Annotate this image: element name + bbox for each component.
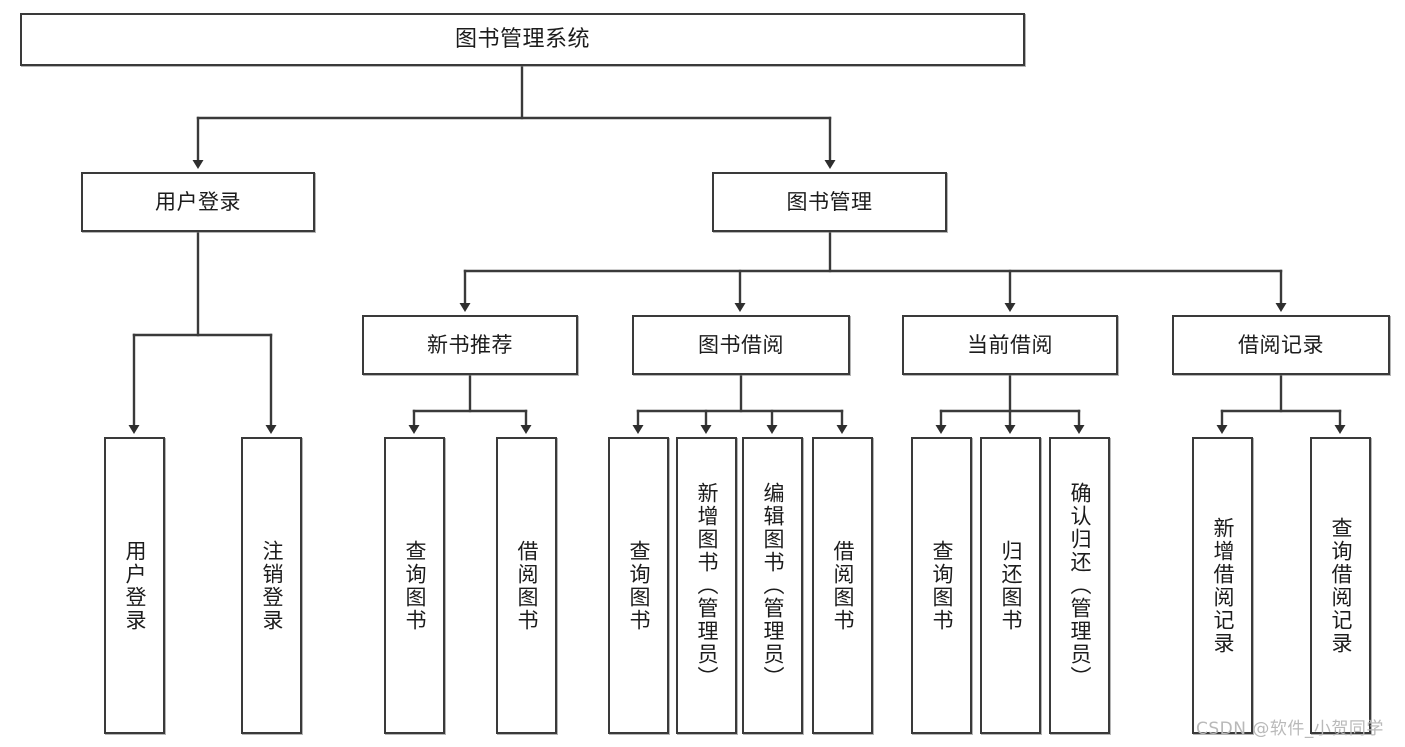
node-label: 用户登录	[155, 189, 241, 214]
leaf-book-borrow-query[interactable]: 查询图书	[608, 437, 669, 734]
node-label: 编辑图书（管理员）	[761, 482, 785, 689]
node-label: 新增图书（管理员）	[695, 482, 719, 689]
node-label: 新增借阅记录	[1211, 516, 1235, 655]
node-current-borrow[interactable]: 当前借阅	[902, 315, 1118, 375]
leaf-book-borrow-edit[interactable]: 编辑图书（管理员）	[742, 437, 803, 734]
node-label: 用户登录	[123, 539, 147, 632]
node-label: 注销登录	[260, 539, 284, 632]
leaf-current-borrow-confirm-return[interactable]: 确认归还（管理员）	[1049, 437, 1110, 734]
node-label: 新书推荐	[427, 332, 513, 357]
node-label: 查询借阅记录	[1329, 516, 1353, 655]
leaf-new-book-query[interactable]: 查询图书	[384, 437, 445, 734]
leaf-current-borrow-query[interactable]: 查询图书	[911, 437, 972, 734]
node-label: 图书管理系统	[454, 26, 590, 52]
node-user-login[interactable]: 用户登录	[81, 172, 315, 232]
watermark-text: CSDN @软件_小贺同学	[1196, 719, 1384, 739]
node-label: 查询图书	[930, 539, 954, 632]
leaf-borrow-record-query[interactable]: 查询借阅记录	[1310, 437, 1371, 734]
node-label: 查询图书	[403, 539, 427, 632]
leaf-user-login-login[interactable]: 用户登录	[104, 437, 165, 734]
node-book-borrow[interactable]: 图书借阅	[632, 315, 850, 375]
leaf-book-borrow-borrow[interactable]: 借阅图书	[812, 437, 873, 734]
node-label: 查询图书	[627, 539, 651, 632]
node-new-book-recommend[interactable]: 新书推荐	[362, 315, 578, 375]
node-label: 借阅图书	[831, 539, 855, 632]
leaf-book-borrow-add[interactable]: 新增图书（管理员）	[676, 437, 737, 734]
node-label: 图书借阅	[698, 332, 784, 357]
node-root-system[interactable]: 图书管理系统	[20, 13, 1025, 66]
leaf-current-borrow-return[interactable]: 归还图书	[980, 437, 1041, 734]
leaf-new-book-borrow[interactable]: 借阅图书	[496, 437, 557, 734]
node-label: 归还图书	[999, 539, 1023, 632]
leaf-user-login-logout[interactable]: 注销登录	[241, 437, 302, 734]
node-label: 图书管理	[786, 189, 873, 214]
node-borrow-record[interactable]: 借阅记录	[1172, 315, 1390, 375]
node-book-management[interactable]: 图书管理	[712, 172, 947, 232]
node-label: 当前借阅	[967, 332, 1053, 357]
node-label: 借阅记录	[1238, 332, 1324, 357]
node-label: 确认归还（管理员）	[1068, 482, 1092, 689]
leaf-borrow-record-add[interactable]: 新增借阅记录	[1192, 437, 1253, 734]
node-label: 借阅图书	[515, 539, 539, 632]
